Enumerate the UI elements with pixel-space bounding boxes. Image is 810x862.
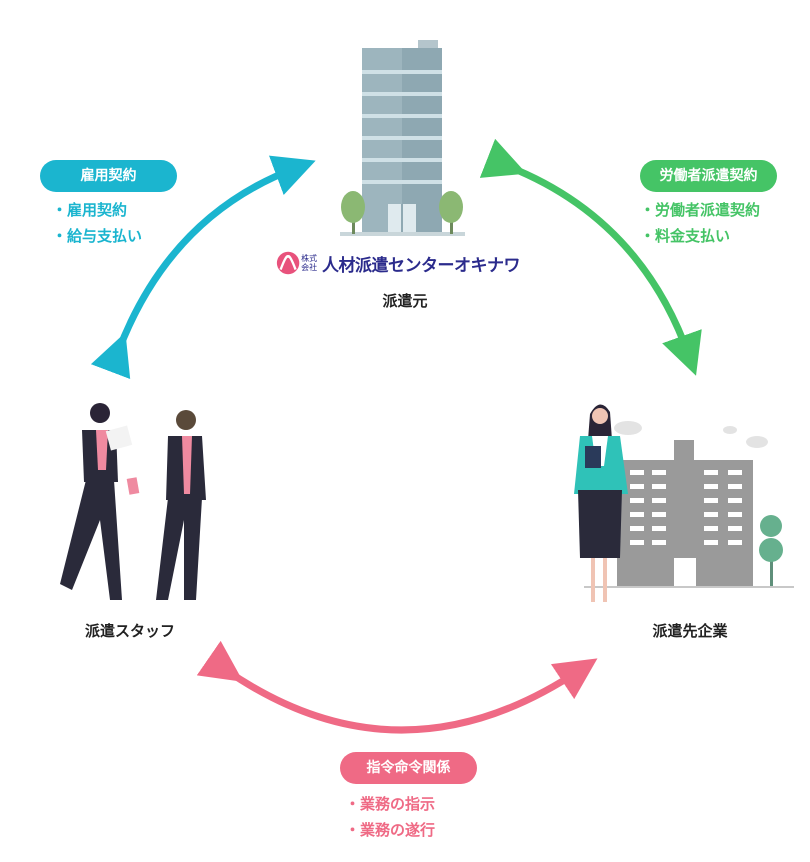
command-item: 業務の遂行 xyxy=(345,817,435,843)
staff-women-icon xyxy=(60,403,206,600)
command-items: 業務の指示 業務の遂行 xyxy=(345,791,435,843)
company-logo: 株式会社 人材派遣センターオキナワ xyxy=(275,248,521,278)
tree-icon xyxy=(759,515,783,586)
dispatch-contract-items: 労働者派遣契約 料金支払い xyxy=(640,197,760,249)
office-building-icon xyxy=(340,40,465,236)
employment-arrow xyxy=(90,155,316,380)
employment-item: 雇用契約 xyxy=(52,197,142,223)
tree-icon xyxy=(341,191,365,234)
tree-icon xyxy=(439,191,463,234)
client-label: 派遣先企業 xyxy=(652,622,728,640)
company-building-icon xyxy=(584,440,794,588)
logo-mark-icon xyxy=(276,251,300,275)
dispatch-contract-item: 料金支払い xyxy=(640,223,760,249)
dispatch-contract-arrow xyxy=(479,138,702,376)
employment-items: 雇用契約 給与支払い xyxy=(52,197,142,249)
logo-company-type: 株式会社 xyxy=(301,254,318,272)
command-item: 業務の指示 xyxy=(345,791,435,817)
origin-label: 派遣元 xyxy=(382,292,428,310)
dispatch-contract-badge: 労働者派遣契約 xyxy=(640,160,777,192)
command-arrow xyxy=(196,640,598,734)
command-badge: 指令命令関係 xyxy=(340,752,477,784)
logo-company-name: 人材派遣センターオキナワ xyxy=(322,255,521,276)
employment-badge: 雇用契約 xyxy=(40,160,177,192)
cloud-icon xyxy=(614,421,768,448)
dispatch-contract-item: 労働者派遣契約 xyxy=(640,197,760,223)
employment-item: 給与支払い xyxy=(52,223,142,249)
businesswoman-icon xyxy=(574,404,628,602)
staff-label: 派遣スタッフ xyxy=(84,622,175,640)
